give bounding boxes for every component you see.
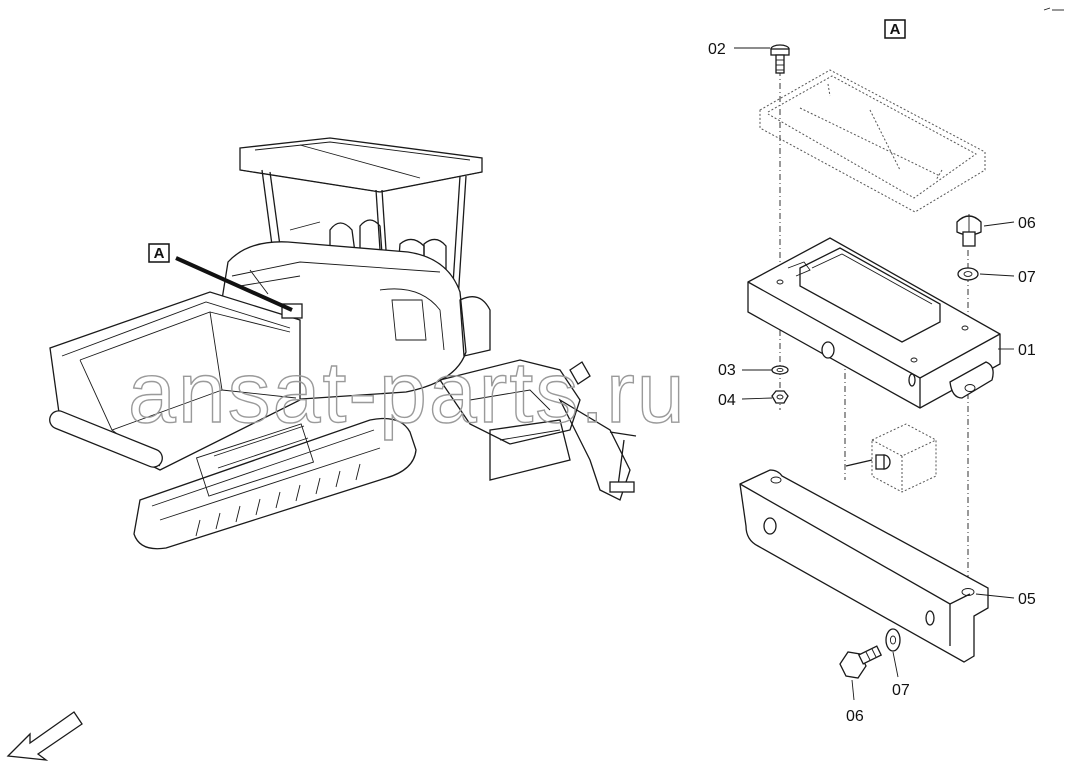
callout-05: 05	[1018, 591, 1036, 608]
callout-02: 02	[708, 41, 726, 58]
part-07-washer-bottom	[885, 628, 901, 652]
part-06-bolt-bottom	[839, 645, 883, 679]
part-02-bolt	[770, 44, 790, 74]
part-05-flat-bracket	[739, 469, 989, 663]
ghost-sensor-component	[845, 423, 937, 493]
part-06-bolt-top	[956, 214, 982, 247]
callout-07-top: 07	[1018, 269, 1036, 286]
callout-01: 01	[1018, 342, 1036, 359]
part-03-washer	[771, 365, 789, 375]
direction-arrow-icon	[6, 711, 83, 761]
corner-mark-icon	[1043, 7, 1064, 11]
ghost-cover-plate	[759, 69, 986, 213]
paver-machine-illustration	[49, 137, 637, 550]
callout-06-top: 06	[1018, 215, 1036, 232]
part-01-bracket	[747, 237, 1001, 409]
view-label-box-detail: A	[884, 19, 906, 39]
part-04-nut	[771, 390, 789, 404]
callout-04: 04	[718, 392, 736, 409]
callout-07-bottom: 07	[892, 682, 910, 699]
exploded-detail-view: 02 06 07 01 03 04 05 07 06	[708, 41, 1036, 725]
watermark-text: ansat-parts.ru	[128, 345, 687, 441]
callout-leader-lines	[734, 47, 1015, 701]
view-label-detail-text: A	[890, 21, 901, 38]
callout-06-bottom: 06	[846, 708, 864, 725]
callout-03: 03	[718, 362, 736, 379]
view-label-box-main: A	[148, 243, 170, 263]
view-label-main-text: A	[154, 245, 165, 262]
part-07-washer-top	[957, 267, 979, 281]
track-links	[195, 463, 361, 537]
